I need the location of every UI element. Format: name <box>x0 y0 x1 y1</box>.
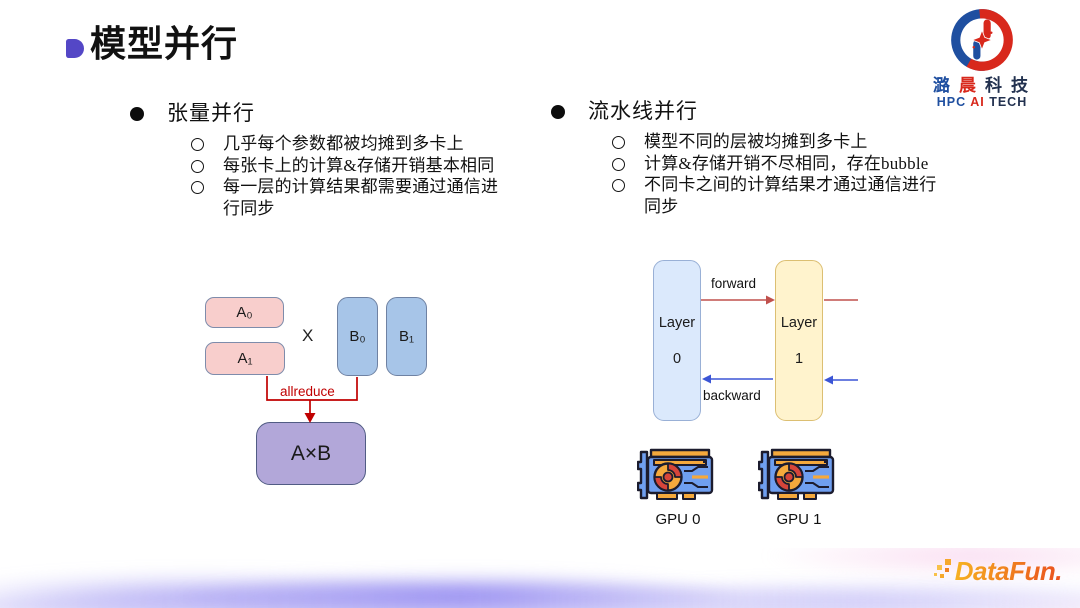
section-pipeline-parallel: 流水线并行 模型不同的层被均摊到多卡上 计算&存储开销不尽相同，存在bubble… <box>551 99 981 217</box>
list-item: 模型不同的层被均摊到多卡上 <box>612 131 981 153</box>
page-title: 模型并行 <box>90 24 239 64</box>
section-tensor-parallel: 张量并行 几乎每个参数都被均摊到多卡上 每张卡上的计算&存储开销基本相同 每一层… <box>130 101 540 219</box>
hollow-bullet-icon <box>191 181 204 194</box>
layer0-number: 0 <box>672 350 682 367</box>
title-block: 模型并行 <box>66 24 238 64</box>
matrix-a0-label: A₀ <box>236 304 253 321</box>
datafun-wordmark: DataFun. <box>954 556 1063 586</box>
logo-word: AI <box>970 95 985 109</box>
filled-bullet-icon <box>130 106 144 121</box>
logo-char: 技 <box>1011 76 1037 95</box>
section-heading-text: 流水线并行 <box>588 99 698 123</box>
matrix-a1-label: A₁ <box>237 350 253 367</box>
matrix-b1-box: B₁ <box>386 297 427 376</box>
company-logo: 潞晨科技 HPC AI TECH <box>898 6 1066 109</box>
layer1-text: Layer 1 <box>781 315 817 367</box>
allreduce-label: allreduce <box>280 384 335 399</box>
section-heading-text: 张量并行 <box>167 101 255 125</box>
hollow-bullet-icon <box>191 159 204 173</box>
bullet-list: 模型不同的层被均摊到多卡上 计算&存储开销不尽相同，存在bubble 不同卡之间… <box>551 131 981 217</box>
company-logo-icon <box>951 9 1013 71</box>
gpu0-label: GPU 0 <box>655 511 701 528</box>
wave-blob <box>180 572 740 608</box>
matrix-b0-label: B₀ <box>349 328 366 345</box>
title-bullet-icon <box>66 39 84 58</box>
backward-label: backward <box>703 388 761 403</box>
bullet-text: 模型不同的层被均摊到多卡上 <box>644 132 868 151</box>
bullet-text: 几乎每个参数都被均摊到多卡上 <box>223 134 464 153</box>
hollow-bullet-icon <box>191 138 204 151</box>
backward-in-arrowhead <box>824 375 833 385</box>
list-item: 每张卡上的计算&存储开销基本相同 <box>191 155 540 177</box>
logo-word: HPC <box>936 95 967 109</box>
section-heading: 张量并行 <box>130 101 540 126</box>
hollow-bullet-icon <box>612 136 625 149</box>
filled-bullet-icon <box>551 104 565 119</box>
footer-wave-decoration <box>0 548 1080 608</box>
bullet-list: 几乎每个参数都被均摊到多卡上 每张卡上的计算&存储开销基本相同 每一层的计算结果… <box>130 133 540 219</box>
hollow-bullet-icon <box>612 179 625 192</box>
bullet-text: 每一层的计算结果都需要通过通信进 行同步 <box>223 177 499 218</box>
gpu1-label: GPU 1 <box>776 511 822 528</box>
bullet-text: 不同卡之间的计算结果才通过通信进行 同步 <box>644 175 937 216</box>
wave-blob <box>0 588 1080 608</box>
gpu0-icon <box>637 448 714 500</box>
bullet-text: 计算&存储开销不尽相同，存在bubble <box>644 153 929 173</box>
datafun-pixels-icon <box>933 559 951 578</box>
result-axb-box: A×B <box>256 422 366 485</box>
matrix-b1-label: B₁ <box>398 328 415 345</box>
logo-word: TECH <box>989 95 1028 109</box>
layer0-word: Layer <box>658 314 696 331</box>
layer1-number: 1 <box>794 350 804 367</box>
logo-char: 科 <box>985 76 1011 95</box>
matrix-b0-box: B₀ <box>337 297 378 376</box>
list-item: 每一层的计算结果都需要通过通信进 行同步 <box>191 176 540 219</box>
backward-arrowhead <box>702 374 711 384</box>
company-name-en: HPC AI TECH <box>898 95 1066 109</box>
bullet-text: 每张卡上的计算&存储开销基本相同 <box>223 155 495 175</box>
matrix-a1-box: A₁ <box>205 342 285 375</box>
list-item: 不同卡之间的计算结果才通过通信进行 同步 <box>612 174 981 217</box>
result-axb-label: A×B <box>290 441 332 465</box>
hollow-bullet-icon <box>612 157 625 171</box>
logo-char: 潞 <box>933 76 959 95</box>
layer0-text: Layer 0 <box>659 315 695 367</box>
gpu1-icon <box>758 448 835 500</box>
multiply-label: X <box>302 326 314 345</box>
datafun-logo: DataFun. <box>933 556 1063 586</box>
layer1-word: Layer <box>780 314 818 331</box>
logo-char: 晨 <box>959 76 985 95</box>
forward-arrowhead <box>766 295 775 305</box>
company-name-cn: 潞晨科技 <box>904 76 1066 95</box>
layer1-box: Layer 1 <box>775 260 823 421</box>
list-item: 计算&存储开销不尽相同，存在bubble <box>612 153 981 175</box>
section-heading: 流水线并行 <box>551 99 981 124</box>
list-item: 几乎每个参数都被均摊到多卡上 <box>191 133 540 155</box>
matrix-a0-box: A₀ <box>205 297 284 328</box>
forward-label: forward <box>711 276 757 291</box>
layer0-box: Layer 0 <box>653 260 701 421</box>
